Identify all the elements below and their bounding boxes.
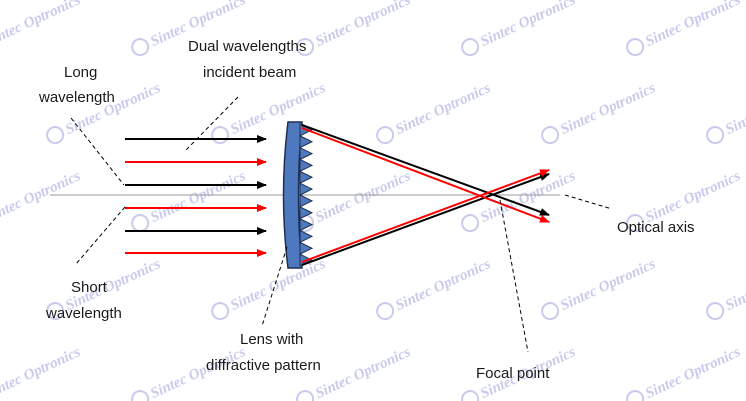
label-long-wavelength-1: Long [64,64,97,81]
svg-text:Sintec Optronics: Sintec Optronics [0,0,83,50]
watermark-mark: Sintec Optronics [626,0,743,57]
watermark-mark: Sintec Optronics [376,80,493,145]
svg-text:Sintec Optronics: Sintec Optronics [313,344,413,401]
watermark-mark: Sintec Optronics [211,80,328,145]
svg-text:Sintec Optronics: Sintec Optronics [643,344,743,401]
refracted-beam-short-top [301,127,550,223]
watermark-mark: Sintec Optronics [376,256,493,321]
label-lens-2: diffractive pattern [206,357,321,374]
watermark-mark: Sintec Optronics [296,0,413,57]
watermark-mark: Sintec Optronics [0,344,83,401]
leader-long-wavelength [70,117,125,186]
label-dual-wavelengths-1: Dual wavelengths [188,38,306,55]
label-short-wavelength-2: wavelength [45,305,122,322]
label-lens-1: Lens with [240,331,303,348]
refracted-beam-long-top [301,124,550,216]
svg-text:Sintec Optronics: Sintec Optronics [478,0,578,50]
svg-text:Sintec Optronics: Sintec Optronics [228,256,328,314]
svg-text:Sintec Optronics: Sintec Optronics [558,80,658,138]
optical-axis-extension [564,194,613,210]
svg-text:Sintec Optronics: Sintec Optronics [313,168,413,226]
diffractive-pattern [298,123,314,267]
svg-text:Sintec Optronics: Sintec Optronics [393,80,493,138]
watermark-mark: Sintec Optronics [541,256,658,321]
svg-text:Sintec Optronics: Sintec Optronics [643,168,743,226]
leader-dual-wavelengths [185,96,239,151]
refracted-beam-long-bottom [301,173,550,266]
leader-short-wavelength [75,206,126,265]
watermark-mark: Sintec Optronics [541,80,658,145]
watermark-mark: Sintec Optronics [211,256,328,321]
diffractive-teeth [298,123,314,267]
label-long-wavelength-2: wavelength [38,89,115,106]
refracted-beam-short-bottom [301,169,550,263]
svg-text:Sintec Optronics: Sintec Optronics [0,168,83,226]
watermark-mark: Sintec Optronics [706,80,746,145]
label-short-wavelength-1: Short [71,279,108,296]
label-focal-point: Focal point [476,365,550,382]
watermark-mark: Sintec Optronics [706,256,746,321]
watermark-mark: Sintec Optronics [0,168,83,226]
svg-text:Sintec Optronics: Sintec Optronics [723,80,746,138]
leader-focal-point [499,199,529,353]
svg-text:Sintec Optronics: Sintec Optronics [0,344,83,401]
label-optical-axis: Optical axis [617,219,695,236]
svg-text:Sintec Optronics: Sintec Optronics [643,0,743,50]
watermark-mark: Sintec Optronics [461,0,578,57]
svg-text:Sintec Optronics: Sintec Optronics [148,168,248,226]
svg-text:Sintec Optronics: Sintec Optronics [723,256,746,314]
svg-text:Sintec Optronics: Sintec Optronics [558,256,658,314]
svg-text:Sintec Optronics: Sintec Optronics [313,0,413,50]
watermark-mark: Sintec Optronics [626,344,743,401]
label-dual-wavelengths-2: incident beam [203,64,296,81]
watermark-mark: Sintec Optronics [131,168,248,233]
watermark-mark: Sintec Optronics [0,0,83,50]
svg-text:Sintec Optronics: Sintec Optronics [393,256,493,314]
